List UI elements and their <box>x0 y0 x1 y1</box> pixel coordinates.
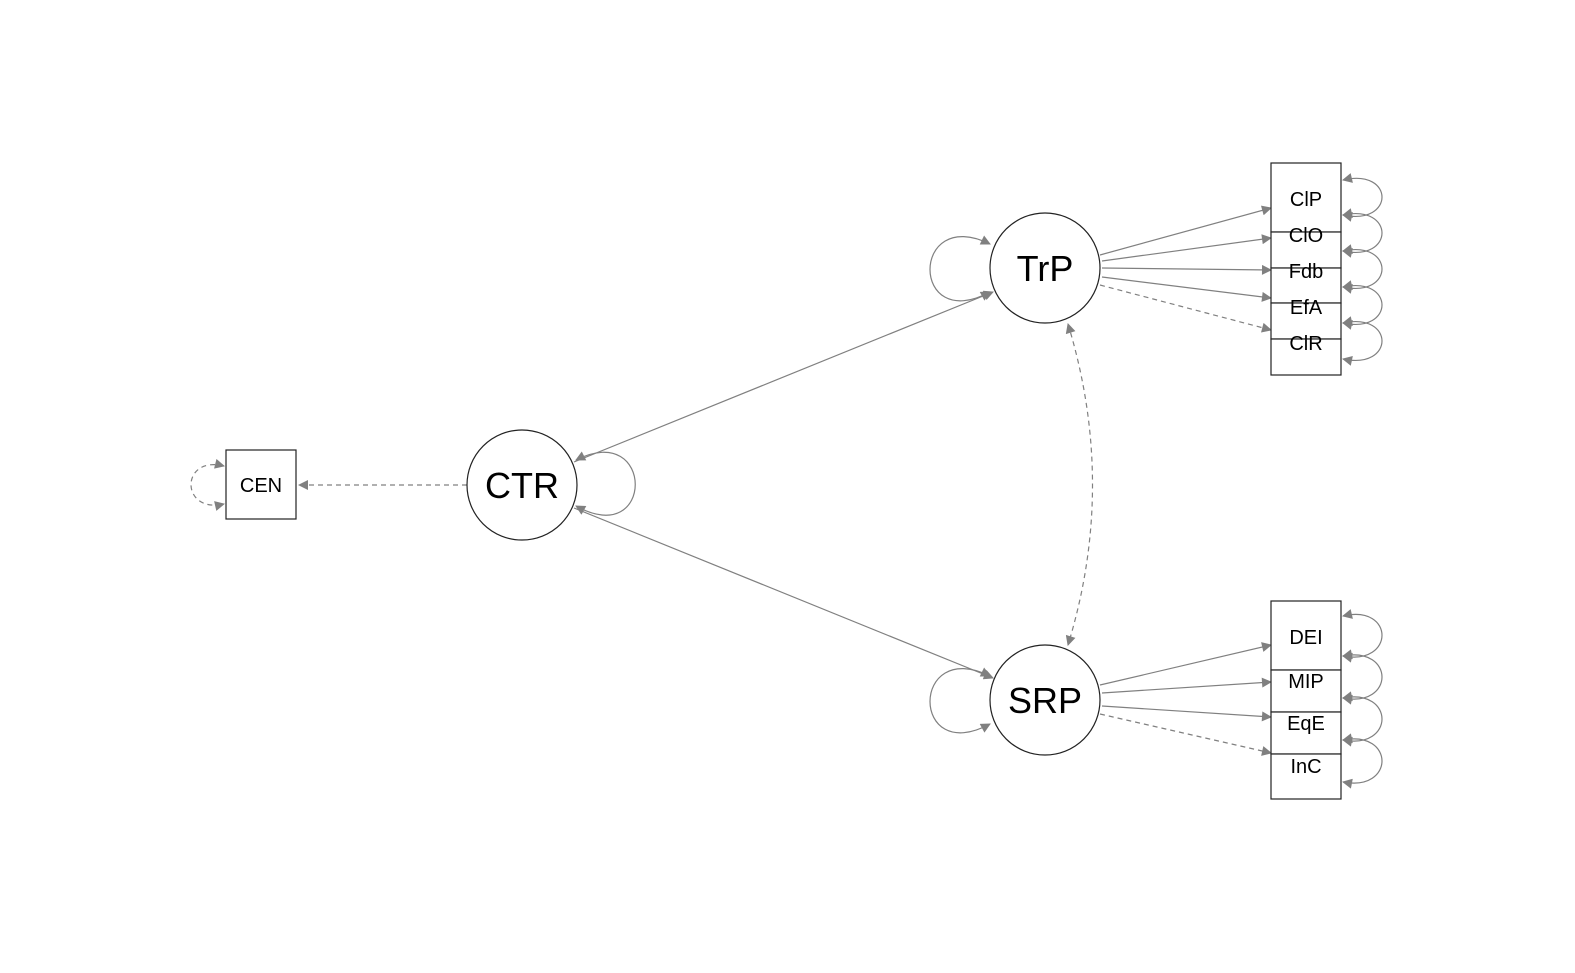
latent-label-trp: TrP <box>1017 248 1074 289</box>
manifest-node-cen[interactable]: CEN <box>225 449 297 520</box>
indicator-stack-srp: DEI MIP EqE InC <box>1270 600 1342 800</box>
edge-trp-fdb <box>1101 264 1272 275</box>
manifest-label-clr: ClR <box>1289 333 1322 355</box>
variance-loop-mip <box>1342 649 1383 705</box>
manifest-label-efa: EfA <box>1290 297 1323 319</box>
edge-srp-eqe <box>1101 705 1272 722</box>
manifest-label-clp: ClP <box>1290 189 1322 211</box>
manifest-label-eqe: EqE <box>1287 713 1325 735</box>
variance-loop-eqe <box>1342 691 1383 747</box>
manifest-label-fdb: Fdb <box>1289 261 1323 283</box>
manifest-label-mip: MIP <box>1288 671 1324 693</box>
variance-loop-ctr <box>575 451 636 516</box>
variance-loop-cen <box>190 458 225 511</box>
manifest-node-clp[interactable] <box>1270 162 1342 233</box>
latent-node-trp[interactable]: TrP <box>989 212 1101 324</box>
manifest-label-cen: CEN <box>240 475 282 497</box>
manifest-label-dei: DEI <box>1289 627 1322 649</box>
latent-node-srp[interactable]: SRP <box>989 644 1101 756</box>
edge-trp-clr <box>1099 284 1272 333</box>
variance-loop-clr <box>1342 316 1383 366</box>
manifest-node-clr[interactable] <box>1270 338 1342 376</box>
variance-loop-dei <box>1342 609 1383 663</box>
variance-loop-clp <box>1342 173 1383 222</box>
manifest-label-clo: ClO <box>1289 225 1323 247</box>
edge-ctr-srp <box>573 507 994 680</box>
variance-loop-trp <box>929 235 991 302</box>
manifest-node-inc[interactable] <box>1270 753 1342 800</box>
manifest-node-fdb[interactable] <box>1270 267 1342 304</box>
edge-srp-dei <box>1099 642 1272 686</box>
edge-trp-srp-covariance <box>1065 323 1094 646</box>
latent-node-ctr[interactable]: CTR <box>466 429 578 541</box>
edge-srp-mip <box>1101 677 1272 694</box>
edge-trp-efa <box>1101 276 1272 302</box>
variance-loop-fdb <box>1342 244 1383 294</box>
edge-trp-clo <box>1101 234 1272 262</box>
manifest-node-efa[interactable] <box>1270 302 1342 340</box>
edge-srp-inc <box>1099 713 1272 756</box>
edge-ctr-trp <box>573 290 994 463</box>
manifest-node-eqe[interactable] <box>1270 711 1342 755</box>
variance-loop-inc <box>1342 733 1383 789</box>
latent-label-srp: SRP <box>1008 680 1082 721</box>
edge-trp-clp <box>1099 205 1272 256</box>
variance-loop-clo <box>1342 208 1383 258</box>
manifest-label-inc: InC <box>1290 756 1321 778</box>
latent-label-ctr: CTR <box>485 465 559 506</box>
manifest-node-dei[interactable] <box>1270 600 1342 671</box>
indicator-stack-trp: ClP ClO Fdb EfA ClR <box>1270 162 1342 376</box>
variance-loop-efa <box>1342 280 1383 330</box>
variance-loop-srp <box>929 667 991 734</box>
